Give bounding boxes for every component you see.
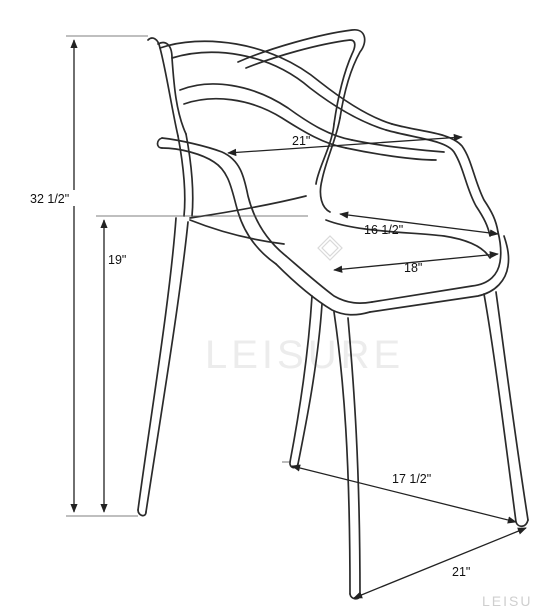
chair-outline [137,29,529,600]
leg-depth-label: 17 1/2" [392,472,431,486]
seat-height-label: 19" [108,253,126,267]
dimension-arm-width: 21" [227,133,463,157]
total-height-label: 32 1/2" [30,192,69,206]
arm-width-label: 21" [292,134,310,148]
extension-lines [66,35,308,517]
seat-depth-label: 16 1/2" [364,223,403,237]
corner-watermark: LEISU [482,593,532,608]
watermark-logo: LEISURE [205,235,404,377]
seat-width-label: 18" [404,261,422,275]
dimension-leg-depth: 17 1/2" [291,464,517,524]
dimension-base-width: 21" [353,527,527,599]
dimension-seat-depth: 16 1/2" [339,211,499,237]
dimension-total-height: 32 1/2" [28,39,78,513]
watermark-text: LEISURE [205,333,404,377]
base-width-label: 21" [452,565,470,579]
dimension-seat-width: 18" [333,251,499,275]
dimension-seat-height: 19" [100,219,132,513]
